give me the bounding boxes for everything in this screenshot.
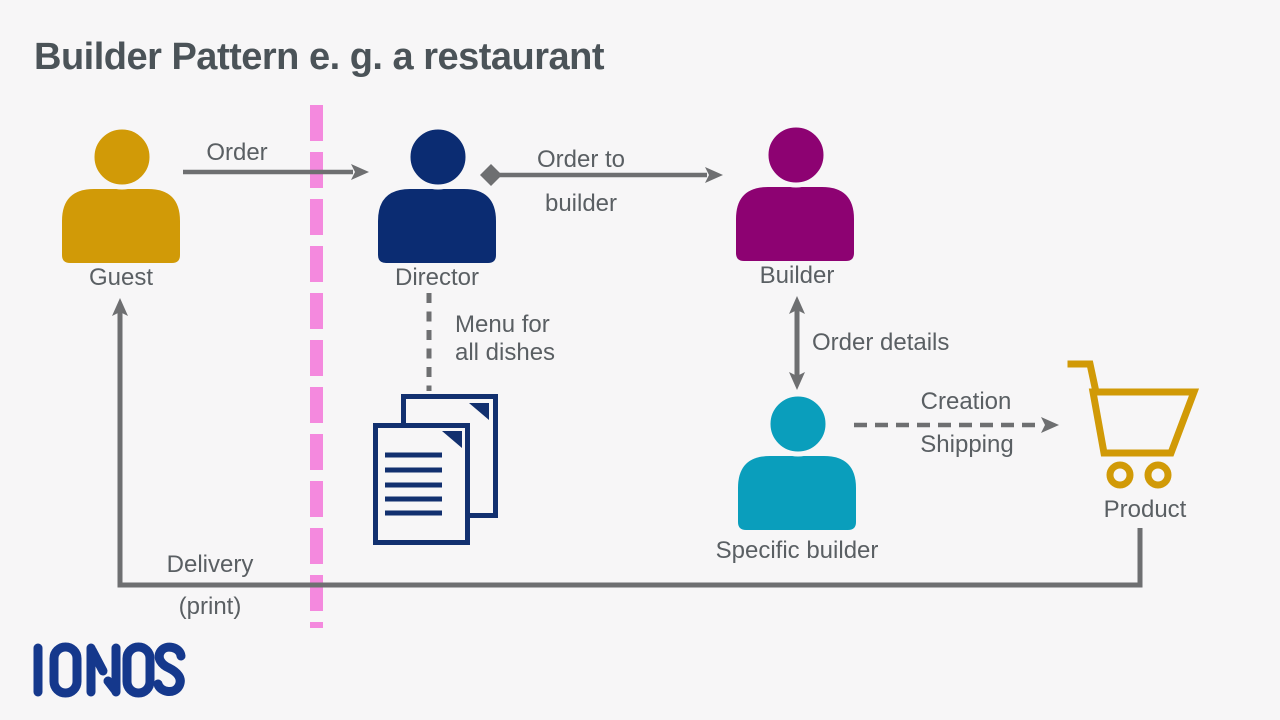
shipping-edge-label: Shipping [920,431,1014,458]
specific-builder-label: Specific builder [715,537,879,564]
menu-documents-icon [370,392,502,552]
diagram-title: Builder Pattern e. g. a restaurant [34,36,605,78]
order-details-edge-label: Order details [812,329,950,356]
delivery-edge-label: Delivery [166,551,254,578]
order-edge-label: Order [206,139,268,166]
delivery-print-edge-label: (print) [178,593,242,620]
builder-person-icon [735,122,855,266]
specific-builder-person-icon [737,391,857,535]
creation-edge-label: Creation [920,388,1012,415]
product-label: Product [1103,496,1187,523]
director-person-icon [377,124,497,268]
guest-label: Guest [88,264,154,291]
product-cart-icon [1065,355,1200,495]
guest-person-icon [61,124,181,268]
ionos-logo [30,642,190,703]
builder-label: Builder [759,262,835,289]
order-to-builder-edge-label: Order to builder [536,146,626,217]
menu-edge-label: Menu for all dishes [455,311,556,366]
director-label: Director [394,264,479,291]
order-details-arrow [789,296,805,390]
